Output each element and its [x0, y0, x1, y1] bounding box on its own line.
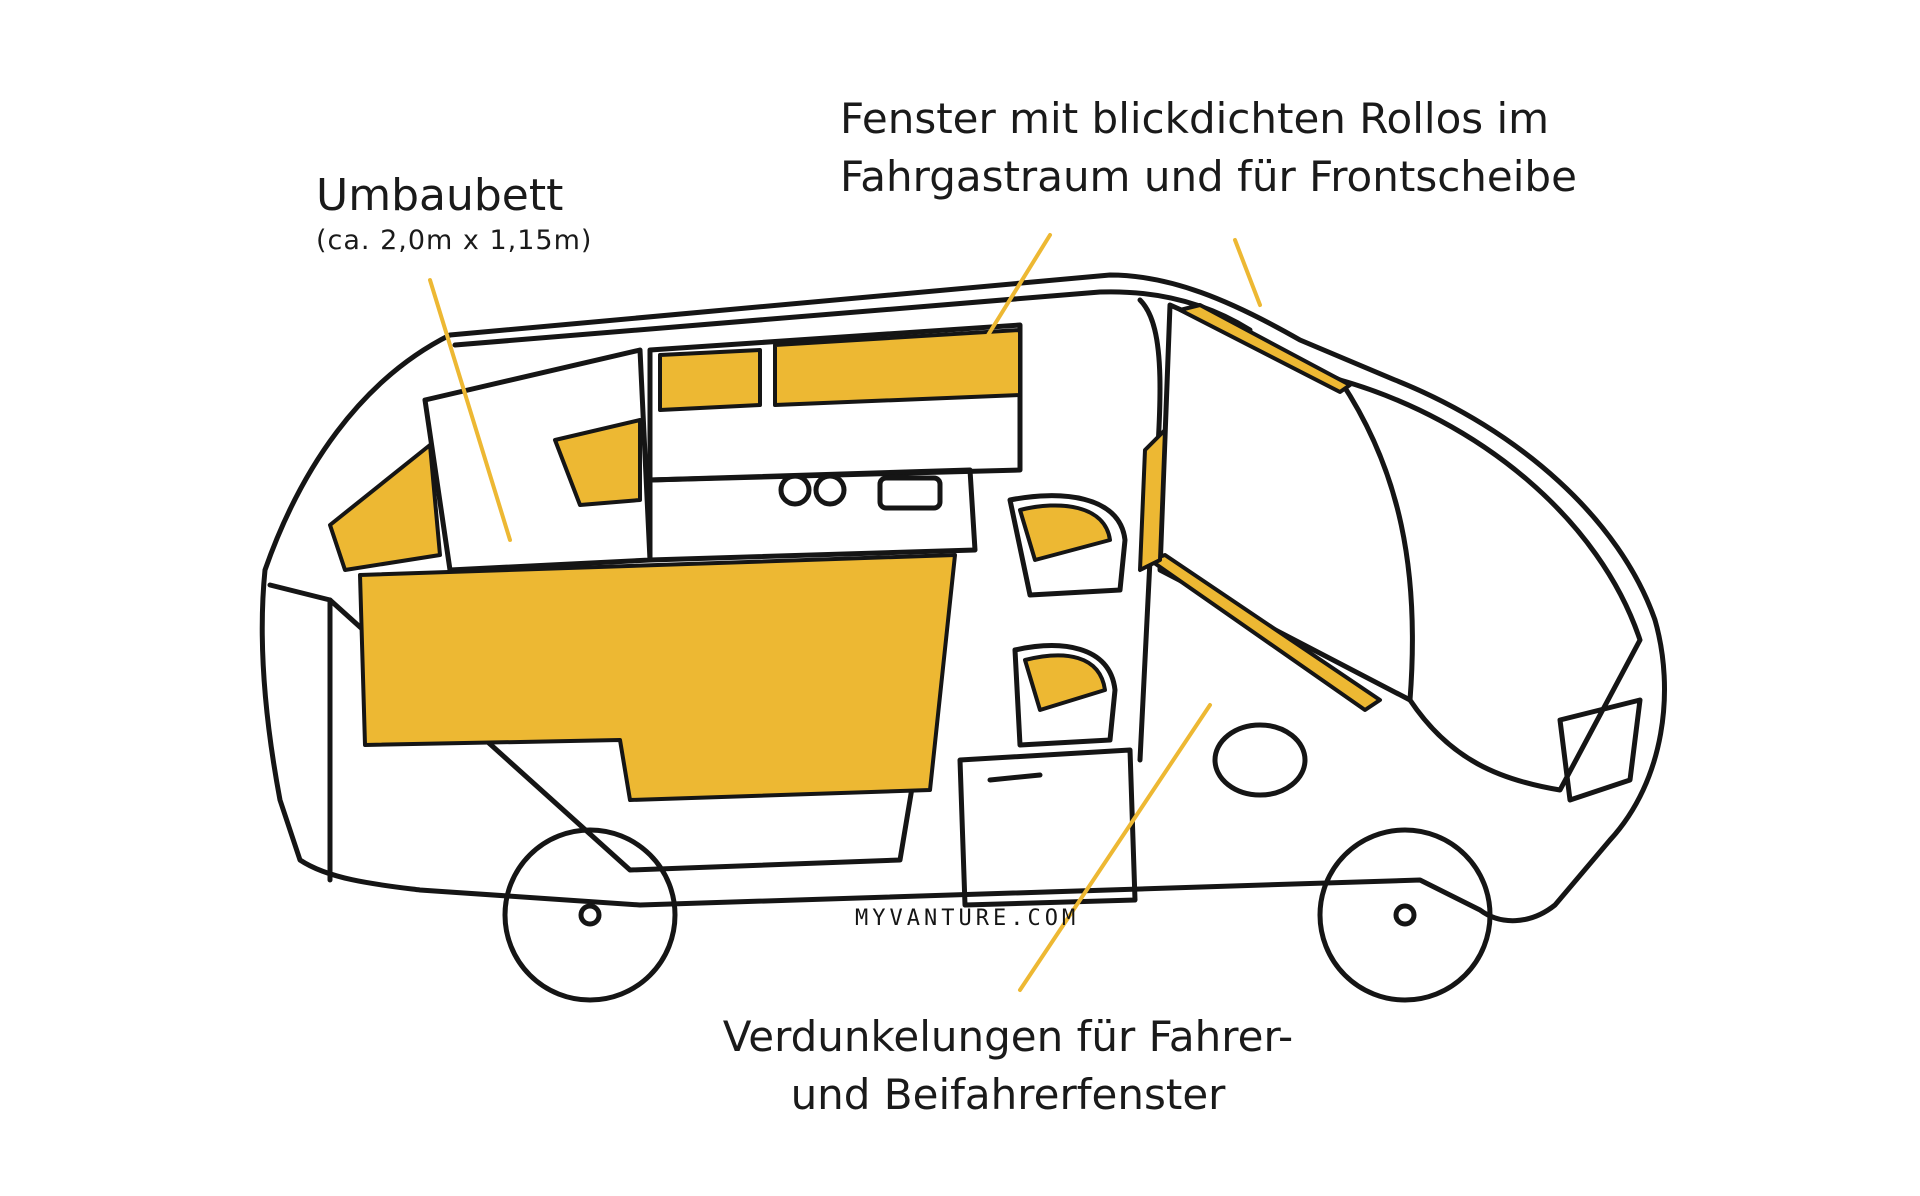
front-wheel-inner [1393, 903, 1417, 927]
side-window-blind [773, 328, 1022, 407]
leader-windshield [1233, 238, 1262, 307]
rear-window-blind-upper [658, 348, 762, 412]
burner-right [813, 473, 847, 507]
sink [877, 475, 943, 511]
leader-darkening [1018, 703, 1212, 992]
myvanture-logo: MYVANTURE.COM [855, 906, 1079, 931]
van-body-outline [259, 272, 1668, 924]
bed-mattress [358, 553, 957, 802]
cabinet-top [647, 322, 1023, 483]
steering-wheel [1212, 722, 1308, 798]
rear-panel [267, 582, 333, 883]
counter [647, 467, 978, 563]
windows-caption-line2: Fahrgastraum und für Frontscheibe [840, 152, 1577, 201]
rear-wheel [502, 827, 678, 1003]
grille [1557, 697, 1643, 803]
front-wheel [1317, 827, 1493, 1003]
bed-size: (ca. 2,0m x 1,15m) [316, 225, 593, 256]
rear-quarter-blind [553, 418, 642, 507]
darkening-caption-line2: und Beifahrerfenster [790, 1070, 1226, 1119]
bed-title: Umbaubett [316, 170, 564, 221]
door-opening [957, 747, 1138, 908]
door-handle [987, 772, 1043, 783]
leader-window [983, 233, 1052, 342]
darkening-caption-line1: Verdunkelungen für Fahrer- [722, 1012, 1294, 1061]
windshield-blind-top [1178, 303, 1352, 394]
windshield [1157, 302, 1415, 703]
rear-window-blind-left [328, 443, 442, 572]
passenger-seat-cushion [1023, 653, 1107, 712]
cab-side-blind [1138, 428, 1167, 572]
leader-bed [428, 278, 512, 542]
burner-left [778, 473, 812, 507]
driver-seat [1007, 493, 1128, 598]
rear-wheel-inner [578, 903, 602, 927]
windshield-blind-side [1148, 553, 1382, 712]
driver-seat-cushion [1018, 503, 1112, 562]
passenger-seat [1012, 643, 1118, 748]
hood [1337, 377, 1643, 793]
windows-caption-line1: Fenster mit blickdichten Rollos im [840, 94, 1550, 143]
